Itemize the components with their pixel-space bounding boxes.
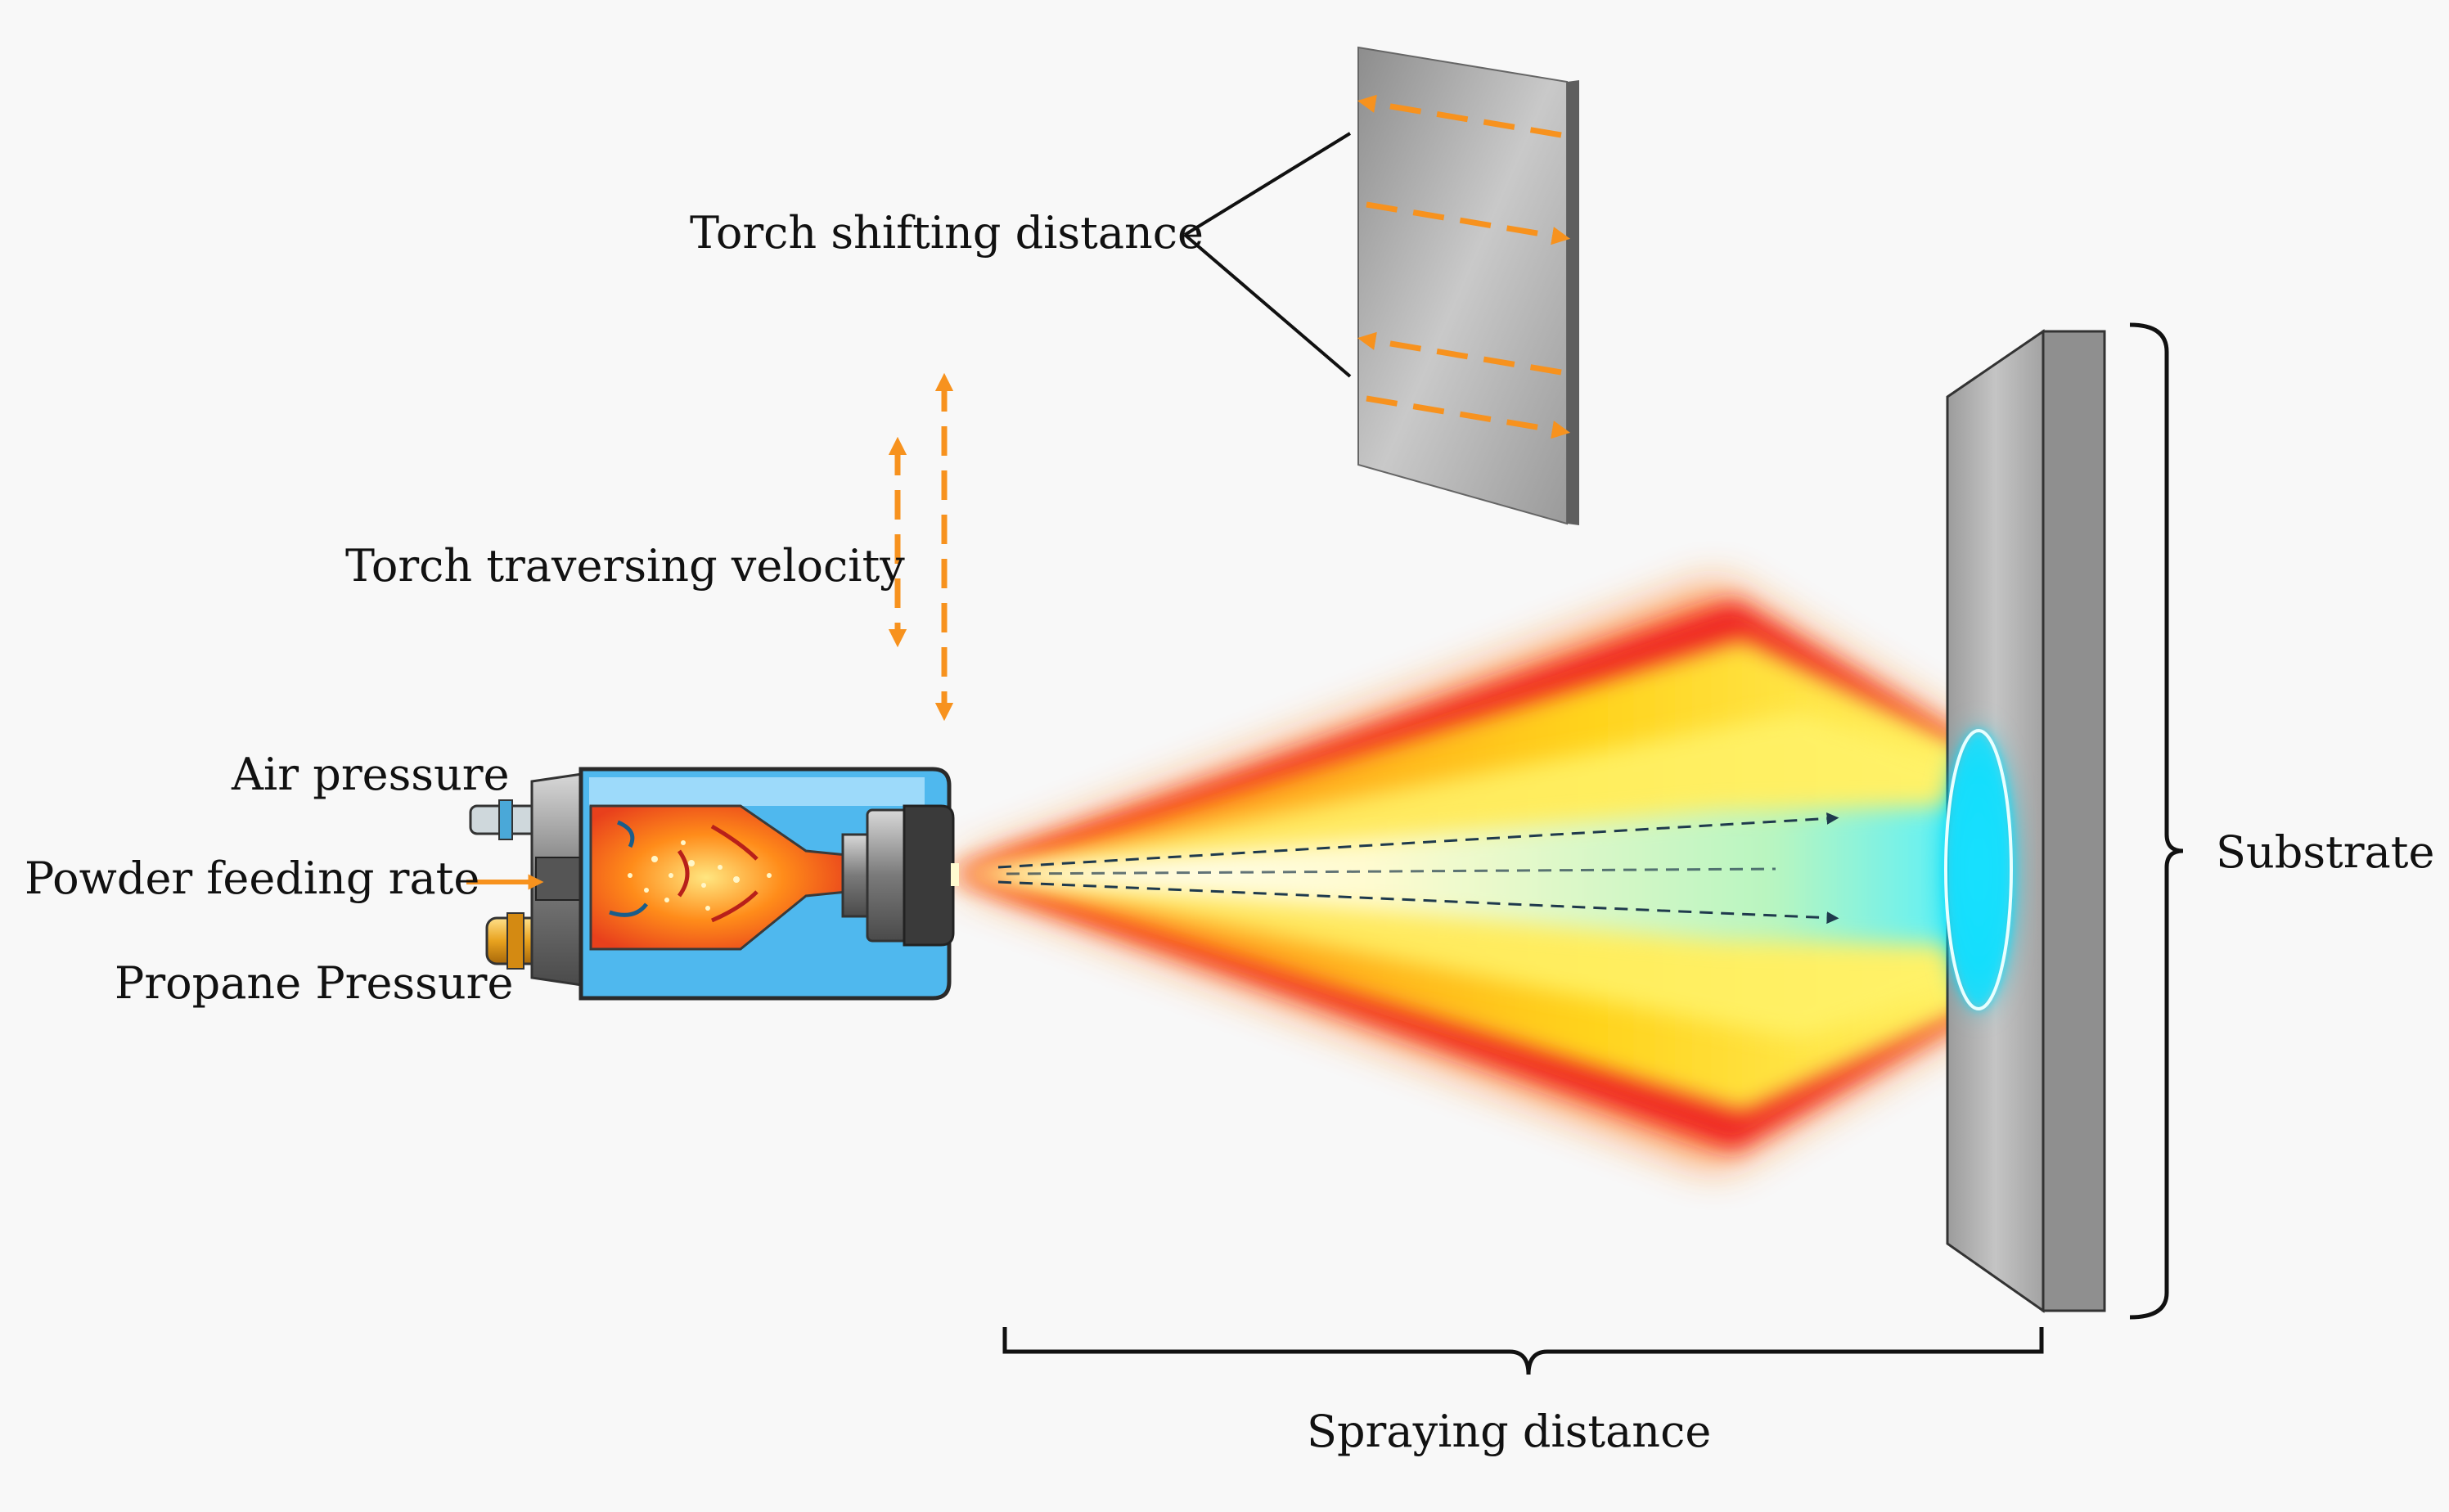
torch-shifting-distance-label: Torch shifting distance <box>690 207 1204 259</box>
substrate-label: Substrate <box>2216 826 2435 878</box>
powder-feeding-rate-label: Powder feeding rate <box>25 853 480 904</box>
torch-gun-icon <box>469 767 959 1001</box>
shift-path-arrows-icon <box>1357 94 1571 439</box>
shifting-leader-lines <box>1183 132 1352 378</box>
spraying-distance-bracket <box>1002 1327 2044 1375</box>
shift-plate <box>1357 46 1579 525</box>
air-pressure-label: Air pressure <box>232 749 510 800</box>
particle-trajectories <box>997 812 1839 925</box>
substrate-bracket <box>2129 322 2184 1320</box>
spraying-distance-label: Spraying distance <box>1307 1406 1712 1457</box>
spray-plume <box>953 585 1997 1166</box>
propane-pressure-label: Propane Pressure <box>115 957 514 1009</box>
substrate-plate-icon <box>1938 329 2106 1313</box>
torch-traversing-velocity-label: Torch traversing velocity <box>345 540 905 592</box>
traverse-arrows-icon <box>888 372 954 722</box>
